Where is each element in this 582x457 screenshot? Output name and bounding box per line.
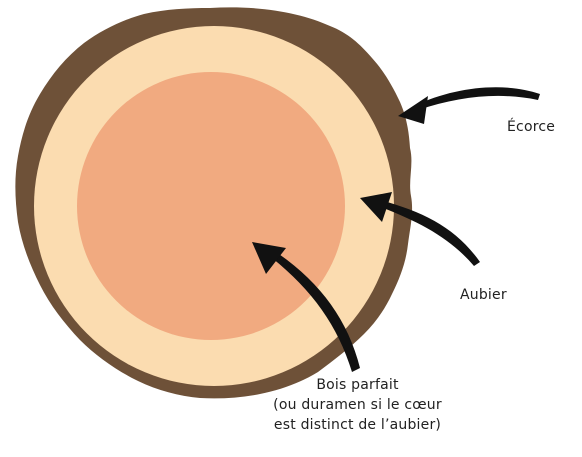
label-bois-parfait-line-3: est distinct de l’aubier) [270, 415, 445, 435]
label-aubier: Aubier [460, 287, 507, 303]
label-bois-parfait-line-1: Bois parfait [270, 375, 445, 395]
label-ecorce: Écorce [507, 119, 555, 135]
label-bois-parfait: Bois parfait (ou duramen si le cœur est … [270, 375, 445, 435]
label-bois-parfait-line-2: (ou duramen si le cœur [270, 395, 445, 415]
heartwood-disc [77, 72, 345, 340]
arrow-to-ecorce [414, 87, 540, 110]
